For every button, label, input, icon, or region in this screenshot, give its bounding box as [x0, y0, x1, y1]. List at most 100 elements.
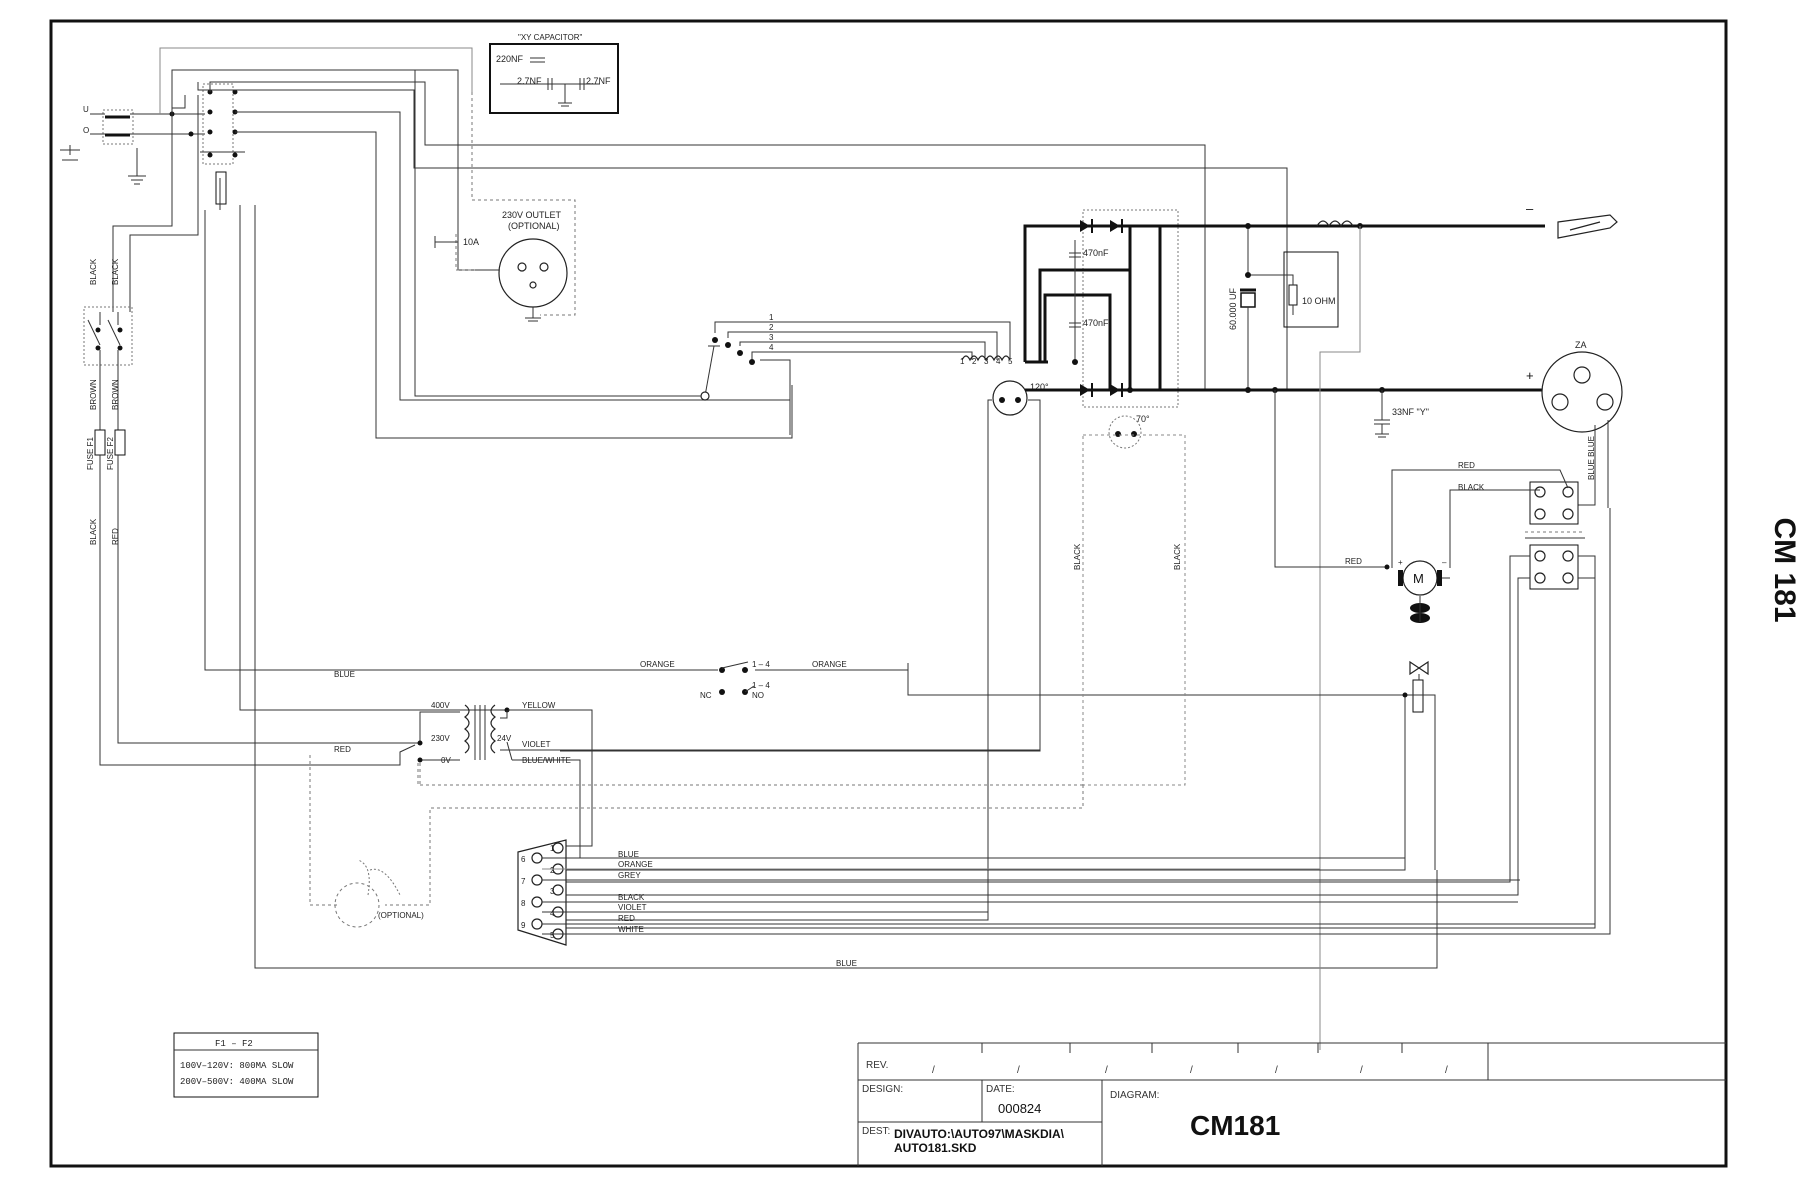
- y-capacitor-label: 33NF "Y": [1392, 407, 1429, 417]
- connector-wire-grey: GREY: [618, 871, 641, 880]
- top-wiring: [159, 47, 1288, 439]
- wire-label-black-c: BLACK: [89, 518, 98, 545]
- wire-label-red-a: RED: [111, 528, 120, 545]
- xy-capacitor-block: "XY CAPACITOR" 220NF 2.7NF 2.7NF: [489, 33, 619, 114]
- mid-wiring: BLACK BLACK BLUE RED: [334, 434, 1186, 906]
- connector-pin-6: 6: [521, 855, 526, 864]
- mains-input: U O: [60, 105, 205, 185]
- rev-slash-5: /: [1275, 1065, 1278, 1076]
- switch-tap-3: 3: [769, 333, 774, 342]
- outlet-label-line1: 230V OUTLET: [502, 210, 562, 220]
- connector-wire-black: BLACK: [618, 893, 645, 902]
- relay-tag-2: 1 – 4: [752, 681, 770, 690]
- rectifier-bridge: 470nF 470nF: [1023, 209, 1240, 408]
- fuse-table-row2: 200V–500V: 400MA SLOW: [180, 1077, 294, 1087]
- capacitor-2-7nf-label-b: 2.7NF: [586, 76, 611, 86]
- output-positive-label: +: [1526, 368, 1534, 383]
- motor-plus-label: +: [1398, 558, 1403, 567]
- drawing-border: [49, 19, 1728, 1168]
- connector-pin-8: 8: [521, 899, 526, 908]
- rev-slash-2: /: [1017, 1065, 1020, 1076]
- transformer-230v-label: 230V: [431, 734, 450, 743]
- torch-za-label: ZA: [1575, 340, 1587, 350]
- connector-wire-violet: VIOLET: [618, 903, 647, 912]
- coil-tap-4: 4: [996, 357, 1001, 366]
- diagram-label: DIAGRAM:: [1110, 1090, 1159, 1101]
- date-label: DATE:: [986, 1084, 1015, 1095]
- mains-u-label: U: [83, 105, 89, 114]
- dest-path-line2: AUTO181.SKD: [894, 1141, 977, 1155]
- rev-slash-3: /: [1105, 1065, 1108, 1076]
- output-negative-label: –: [1526, 201, 1534, 216]
- design-label: DESIGN:: [862, 1084, 903, 1095]
- connector-pin-7: 7: [521, 877, 526, 886]
- rev-slash-4: /: [1190, 1065, 1193, 1076]
- coil-tap-3: 3: [984, 357, 989, 366]
- motor-section: RED BLACK RED M + –: [558, 461, 1596, 929]
- thermostat-70-label: 70°: [1136, 414, 1150, 424]
- switch-tap-1: 1: [769, 313, 774, 322]
- rev-slash-1: /: [932, 1065, 935, 1076]
- fuse-table-row1: 100V–120V: 800MA SLOW: [180, 1061, 294, 1071]
- fuse-f1-label: FUSE F1: [86, 437, 95, 470]
- voltage-selector: 1 2 3 4 1 2 3 4 5: [414, 70, 1013, 435]
- mains-o-label: O: [83, 126, 89, 135]
- connector-pin-3: 3: [550, 887, 555, 896]
- wire-label-brown-a: BROWN: [89, 379, 98, 410]
- wire-label-black-a: BLACK: [89, 258, 98, 285]
- wire-label-orange-a: ORANGE: [640, 660, 675, 669]
- relay-no-label: NO: [752, 691, 764, 700]
- rev-slash-6: /: [1360, 1065, 1363, 1076]
- capacitor-60000uf-label: 60.000 UF: [1228, 287, 1238, 330]
- transformer: 400V 230V 0V 24V YELLOW VIOLET BLUE/WHIT…: [410, 701, 1040, 859]
- relay-tag-1: 1 – 4: [752, 660, 770, 669]
- fuse-table: F1 – F2 100V–120V: 800MA SLOW 200V–500V:…: [173, 1032, 319, 1098]
- date-value: 000824: [998, 1101, 1041, 1116]
- transformer-24v-label: 24V: [497, 734, 512, 743]
- capacitor-220nf-label: 220NF: [496, 54, 524, 64]
- wire-label-black-motor: BLACK: [1458, 483, 1485, 492]
- wire-label-blue-white: BLUE/WHITE: [522, 756, 571, 765]
- wire-label-black-mid1: BLACK: [1073, 543, 1082, 570]
- transformer-400v-label: 400V: [431, 701, 450, 710]
- wire-label-black-mid2: BLACK: [1173, 543, 1182, 570]
- diagram-value: CM181: [1190, 1110, 1280, 1141]
- switch-tap-4: 4: [769, 343, 774, 352]
- thermostats: 120° 70°: [558, 380, 1150, 921]
- main-switch: [200, 83, 245, 205]
- relay-contacts: ORANGE ORANGE 1 – 4 1 – 4 NC NO: [205, 660, 909, 700]
- xy-capacitor-title: "XY CAPACITOR": [518, 33, 583, 42]
- gas-solenoid: [558, 660, 1436, 871]
- relay-nc-label: NC: [700, 691, 712, 700]
- wire-label-blue-bottom: BLUE: [836, 959, 857, 968]
- side-label: CM 181: [1768, 517, 1798, 622]
- rectifier-cap-bottom: 470nF: [1083, 318, 1109, 328]
- wire-label-red-b: RED: [334, 745, 351, 754]
- connector-pin-2: 2: [550, 866, 555, 875]
- connector-pin-5: 5: [550, 931, 555, 940]
- motor-minus-label: –: [1442, 558, 1447, 567]
- dest-label: DEST:: [862, 1126, 890, 1137]
- output-filter: 10 OHM 60.000 UF 33NF "Y" – + ZA BLUE BL…: [1160, 201, 1623, 1050]
- wire-label-blue-a: BLUE: [334, 670, 355, 679]
- rev-slash-7: /: [1445, 1065, 1448, 1076]
- connector-wire-orange: ORANGE: [618, 860, 653, 869]
- fan-optional-label: (OPTIONAL): [378, 911, 424, 920]
- motor-label: M: [1413, 571, 1424, 586]
- fuse-table-header: F1 – F2: [215, 1039, 253, 1049]
- dest-path-line1: DIVAUTO:\AUTO97\MASKDIA\: [894, 1127, 1065, 1141]
- thermostat-120-label: 120°: [1030, 382, 1049, 392]
- wire-label-violet: VIOLET: [522, 740, 551, 749]
- wire-label-brown-b: BROWN: [111, 379, 120, 410]
- coil-tap-1: 1: [960, 357, 965, 366]
- wire-label-yellow: YELLOW: [522, 701, 556, 710]
- wire-label-blue-blue: BLUE BLUE: [1587, 436, 1596, 480]
- capacitor-2-7nf-label-a: 2.7NF: [517, 76, 542, 86]
- control-connector: 6 7 8 9 1 2 3 4 5 BLUE ORANGE GREY BLACK…: [517, 508, 1611, 968]
- rectifier-cap-top: 470nF: [1083, 248, 1109, 258]
- wire-label-red-motor2: RED: [1345, 557, 1362, 566]
- connector-wire-white: WHITE: [618, 925, 644, 934]
- switch-tap-2: 2: [769, 323, 774, 332]
- outlet-label-line2: (OPTIONAL): [508, 221, 560, 231]
